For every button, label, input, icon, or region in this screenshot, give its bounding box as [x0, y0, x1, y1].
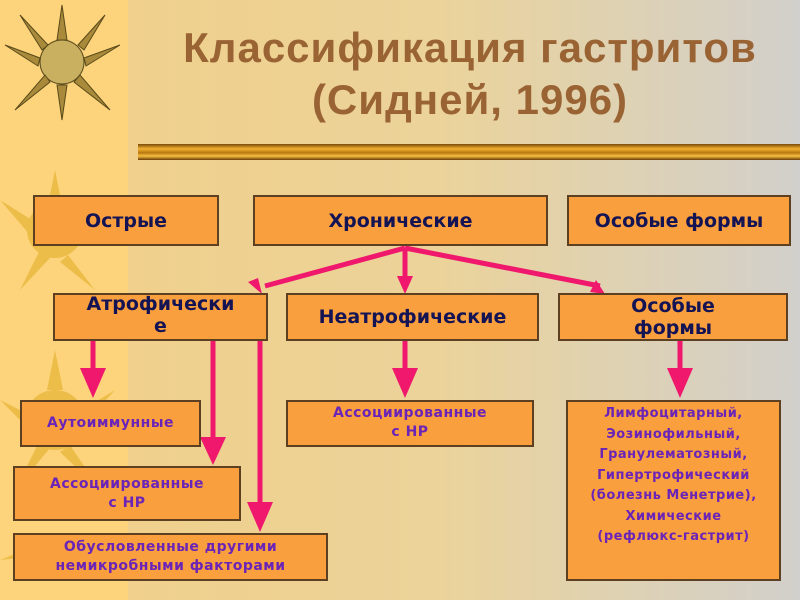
arrow-to-special [404, 245, 601, 289]
label: немикробными факторами [55, 558, 286, 574]
box-hp-associated-atrophic: Ассоциированные с НР [13, 466, 241, 521]
title-line-2: (Сидней, 1996) [311, 76, 629, 123]
box-hp-associated-nonatrophic: Ассоциированные с НР [286, 400, 534, 447]
gold-divider [138, 144, 800, 160]
list-item: Химические [625, 508, 722, 524]
box-special-forms-2: Особые формы [558, 293, 788, 341]
list-item: Эозинофильный, [606, 426, 741, 442]
list-item: (болезнь Менетрие), [590, 488, 757, 503]
box-nonatrophic: Неатрофические [286, 293, 539, 341]
box-acute: Острые [33, 195, 219, 246]
label: Особые формы [594, 209, 764, 232]
box-atrophic: Атрофически е [53, 293, 268, 341]
label: Хронические [328, 209, 473, 232]
label: Обусловленные другими [63, 539, 278, 555]
list-item: Лимфоцитарный, [604, 406, 743, 421]
label: Острые [84, 209, 168, 232]
label: Ассоциированные [333, 405, 487, 421]
label: Атрофически е [86, 293, 235, 337]
box-other-factors: Обусловленные другими немикробными факто… [13, 533, 328, 581]
label: Аутоиммунные [46, 415, 175, 431]
box-special-forms: Особые формы [567, 195, 791, 246]
list-item: (рефлюкс-гастрит) [597, 529, 750, 544]
label: с НР [391, 424, 429, 440]
title-line-1: Классификация гастритов [183, 24, 757, 71]
label: Особые формы [631, 295, 715, 339]
box-special-forms-list: Лимфоцитарный, Эозинофильный, Гранулемат… [566, 400, 781, 581]
label: Неатрофические [318, 306, 507, 328]
box-autoimmune: Аутоиммунные [20, 400, 201, 447]
arrow-to-atrophic [264, 245, 406, 289]
list-item: Гипертрофический [597, 467, 750, 483]
list-item: Гранулематозный, [599, 447, 748, 462]
slide-title: Классификация гастритов (Сидней, 1996) [140, 22, 800, 126]
label: Ассоциированные [50, 475, 204, 492]
box-chronic: Хронические [253, 195, 548, 246]
label: с НР [108, 494, 146, 511]
